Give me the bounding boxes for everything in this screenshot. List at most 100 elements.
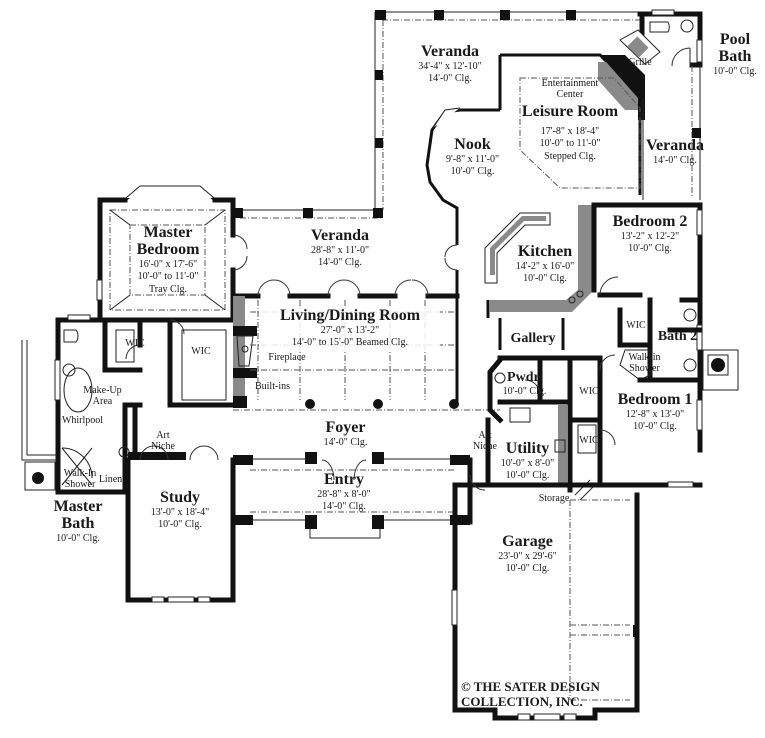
room-name: Veranda	[645, 137, 705, 154]
room-ceiling: 10'-0" Clg.	[523, 273, 567, 285]
room-label-bath-2: Bath 2	[655, 329, 700, 345]
room-dimensions: 27'-0" x 13'-2"	[320, 324, 380, 336]
room-name: Study	[159, 489, 201, 506]
label-whirlpool: Whirlpool	[61, 415, 104, 426]
room-name: Veranda	[420, 43, 480, 60]
foyer-entry-walls	[230, 452, 473, 539]
leisure-room-walls	[460, 29, 661, 195]
room-name: Bath	[61, 514, 95, 532]
label-wic-master-1: WIC	[125, 338, 145, 349]
room-label-bedroom-2: Bedroom 2 13'-2" x 12'-2" 10'-0" Clg.	[605, 213, 695, 256]
nook-walls	[425, 107, 461, 225]
label-entertainment-center: Entertainment Center	[541, 78, 599, 100]
room-dimensions: 17'-8" x 18'-4"	[540, 125, 600, 137]
room-ceiling: 14'-0" Clg.	[323, 436, 368, 448]
room-label-study: Study 13'-0" x 18'-4" 10'-0" Clg.	[145, 489, 215, 532]
room-label-living-dining: Living/Dining Room 27'-0" x 13'-2" 14'-0…	[260, 307, 440, 350]
room-label-master-bath: Master Bath 10'-0" Clg.	[48, 498, 108, 545]
room-ceiling: 10'-0" Clg.	[502, 385, 547, 397]
room-ceiling: 14'-0" Clg.	[322, 501, 366, 513]
room-ceiling: 14'-0" Clg.	[653, 154, 697, 166]
room-label-kitchen: Kitchen 14'-2" x 16'-0" 10'-0" Clg.	[510, 243, 580, 286]
room-name: Bedroom	[136, 240, 200, 258]
label-art-niche-left: Art Niche	[151, 430, 175, 452]
label-wic-bed2: WIC	[626, 320, 646, 331]
study-walls	[125, 457, 236, 603]
room-name: Nook	[454, 136, 491, 153]
room-label-foyer: Foyer 14'-0" Clg.	[318, 419, 373, 449]
label-wic-master-2: WIC	[191, 346, 211, 357]
veranda-mid-outline	[233, 208, 459, 300]
room-ceiling: 14'-0" Clg.	[318, 257, 362, 269]
room-name: Entry	[324, 471, 364, 488]
room-ceiling: 10'-0" Clg.	[158, 519, 202, 531]
room-label-pool-bath: Pool Bath 10'-0" Clg.	[704, 31, 765, 78]
room-name: Pool	[719, 31, 751, 48]
label-built-ins: Built-ins	[254, 381, 290, 392]
kitchen-walls	[484, 202, 597, 318]
room-dimensions: 13'-2" x 12'-2"	[620, 230, 680, 242]
room-ceiling: 10'-0" Clg.	[633, 421, 677, 433]
room-dimensions: 14'-2" x 16'-0"	[515, 260, 575, 272]
room-label-veranda-right: Veranda 14'-0" Clg.	[645, 137, 705, 167]
room-ceiling: 10'-0" to 11'-0"	[137, 271, 199, 283]
room-ceiling-type: Tray Clg.	[149, 283, 187, 295]
room-name: Bedroom 1	[617, 391, 693, 408]
label-wic-bed1-a: WIC	[579, 386, 599, 397]
room-ceiling: 14'-0" Clg.	[428, 73, 472, 85]
label-grille: Grille	[628, 57, 652, 68]
room-dimensions: 28'-8" x 8'-0"	[317, 488, 371, 500]
label-storage: Storage	[538, 493, 570, 504]
room-dimensions: 12'-8" x 13'-0"	[625, 408, 685, 420]
room-name: Leisure Room	[521, 103, 619, 120]
label-wic-bed1-b: WIC	[579, 435, 599, 446]
room-ceiling: 10'-0" Clg.	[450, 166, 495, 178]
room-name: Veranda	[310, 227, 370, 244]
room-ceiling: 10'-0" Clg.	[713, 65, 757, 77]
label-walk-in-shower-right: Walk-in Shower	[628, 352, 661, 374]
garage-walls	[451, 482, 640, 721]
copyright-notice: © THE SATER DESIGN COLLECTION, INC.	[461, 679, 600, 709]
room-name: Pwdr.	[507, 370, 542, 385]
room-ceiling: 10'-0" Clg.	[56, 532, 100, 544]
master-bath-walls	[21, 314, 236, 495]
room-name: Kitchen	[517, 243, 573, 260]
label-art-niche-right: Art Niche	[473, 430, 497, 452]
label-linen: Linen	[98, 474, 123, 485]
room-name: Utility	[505, 440, 550, 457]
room-label-bedroom-1: Bedroom 1 12'-8" x 13'-0" 10'-0" Clg.	[610, 391, 700, 434]
room-name: Bath	[718, 47, 752, 65]
room-dimensions: 34'-4" x 12'-10"	[418, 60, 482, 72]
room-name: Living/Dining Room	[279, 307, 421, 324]
bedroom-2-walls	[591, 202, 739, 453]
room-name: Master	[53, 498, 103, 515]
room-label-veranda-top: Veranda 34'-4" x 12'-10" 14'-0" Clg.	[405, 43, 495, 86]
room-dimensions: 10'-0" x 8'-0"	[500, 457, 555, 469]
room-ceiling-type: Stepped Clg.	[544, 150, 596, 162]
veranda-right-outline	[642, 65, 701, 200]
room-label-leisure-room: Leisure Room 17'-8" x 18'-4" 10'-0" to 1…	[520, 103, 620, 163]
room-label-utility: Utility 10'-0" x 8'-0" 10'-0" Clg.	[500, 440, 555, 483]
room-label-entry: Entry 28'-8" x 8'-0" 14'-0" Clg.	[310, 471, 378, 514]
room-label-pwdr: Pwdr. 10'-0" Clg.	[502, 370, 547, 398]
room-label-master-bedroom: Master Bedroom 16'-0" x 17'-6" 10'-0" to…	[128, 224, 208, 296]
room-dimensions: 23'-0" x 29'-6"	[498, 550, 557, 562]
room-label-gallery: Gallery	[503, 331, 563, 347]
room-name: Gallery	[510, 331, 556, 346]
room-dimensions: 9'-8" x 11'-0"	[445, 153, 500, 165]
room-label-nook: Nook 9'-8" x 11'-0" 10'-0" Clg.	[440, 136, 505, 179]
label-walk-in-shower-left: Walk-In Shower	[63, 468, 97, 490]
master-bedroom-walls	[96, 185, 248, 323]
room-name: Bedroom 2	[612, 213, 688, 230]
room-name: Foyer	[325, 419, 366, 436]
room-dimensions: 13'-0" x 18'-4"	[150, 506, 210, 518]
room-label-garage: Garage 23'-0" x 29'-6" 10'-0" Clg.	[490, 533, 565, 576]
label-fireplace: Fireplace	[268, 352, 306, 363]
room-ceiling: 10'-0" to 11'-0"	[539, 138, 601, 150]
room-ceiling: 10'-0" Clg.	[505, 563, 550, 575]
room-name: Garage	[502, 533, 553, 550]
room-name: Bath 2	[657, 329, 698, 344]
room-ceiling: 10'-0" Clg.	[628, 243, 672, 255]
room-dimensions: 16'-0" x 17'-6"	[138, 258, 198, 270]
room-ceiling: 10'-0" Clg.	[505, 470, 550, 482]
